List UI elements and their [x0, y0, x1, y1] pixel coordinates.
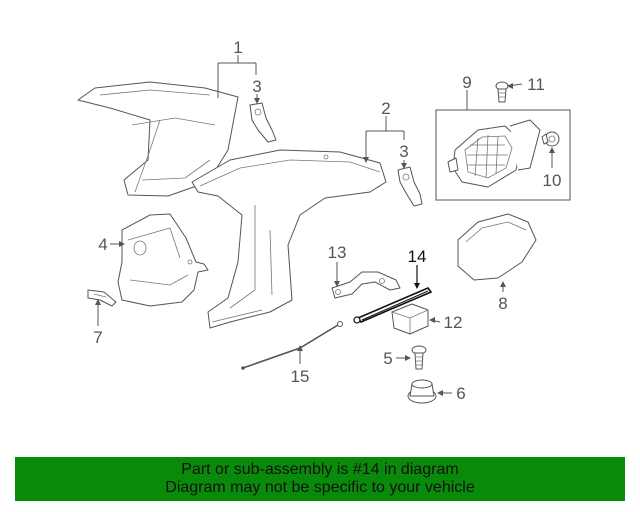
callout-3-upper: 3: [252, 77, 261, 96]
part-13-bracket: [331, 271, 401, 299]
callout-5: 5: [383, 349, 392, 368]
callout-6: 6: [456, 384, 465, 403]
callout-14: 14: [408, 247, 427, 266]
part-4-wheelhouse-liner: [117, 213, 209, 307]
footer-banner: Part or sub-assembly is #14 in diagram D…: [15, 457, 625, 501]
part-12-actuator: [391, 303, 429, 335]
callout-2: 2: [381, 99, 390, 118]
callout-12: 12: [444, 313, 463, 332]
part-9-filler-housing-box: [435, 109, 571, 201]
footer-line-2: Diagram may not be specific to your vehi…: [165, 479, 475, 496]
part-15-cable: [241, 321, 343, 370]
part-10-clip: [541, 131, 560, 147]
callout-13: 13: [328, 243, 347, 262]
part-1-inner-panel: [77, 81, 239, 197]
callout-9: 9: [462, 73, 471, 92]
part-2-outer-panel: [191, 149, 387, 329]
leader-lines: [95, 55, 555, 396]
part-6-grommet: [407, 379, 437, 404]
callout-15: 15: [291, 367, 310, 386]
callout-1: 1: [233, 38, 242, 57]
part-3-bracket-lower: [397, 166, 423, 207]
footer-line-1: Part or sub-assembly is #14 in diagram: [181, 461, 459, 478]
callout-8: 8: [498, 294, 507, 313]
part-11-screw: [495, 81, 509, 103]
part-7-clip: [87, 289, 117, 307]
callout-4: 4: [98, 235, 107, 254]
part-8-fuel-door: [457, 213, 537, 281]
callout-7: 7: [93, 328, 102, 347]
callout-10: 10: [543, 171, 562, 190]
callout-11: 11: [527, 75, 545, 94]
part-14-release-rod: [353, 287, 433, 324]
part-3-bracket-upper: [249, 102, 277, 143]
part-5-screw: [411, 345, 427, 370]
callout-3-lower: 3: [399, 142, 408, 161]
